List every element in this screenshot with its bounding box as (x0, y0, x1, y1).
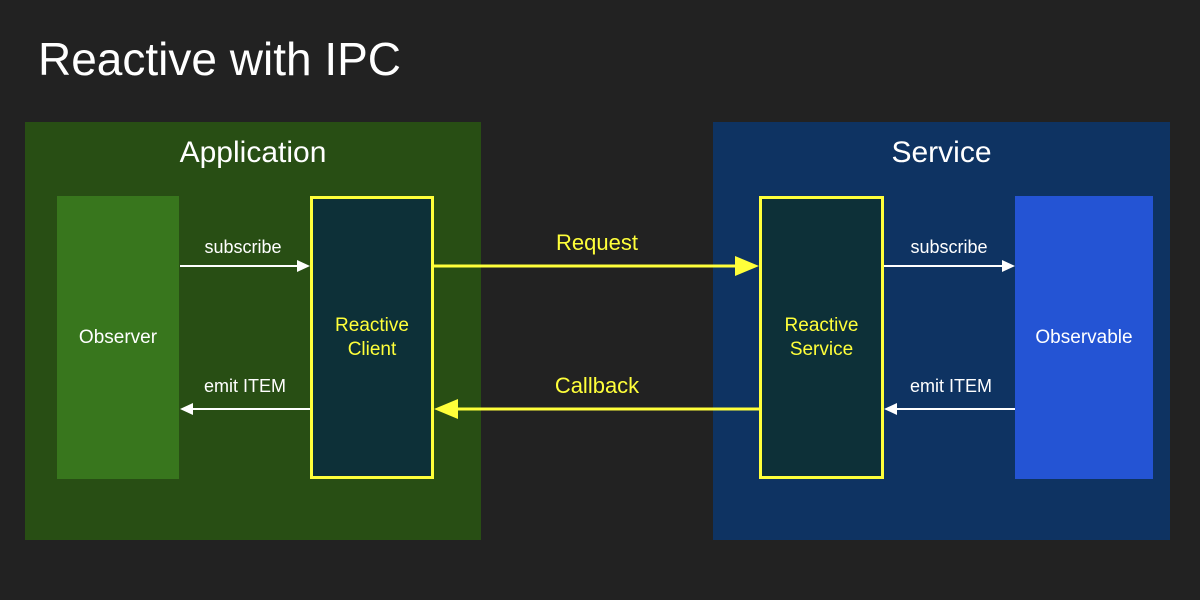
callback-label: Callback (554, 373, 640, 398)
svc-subscribe-label: subscribe (910, 237, 988, 257)
application-group-title: Application (179, 136, 327, 169)
page-title: Reactive with IPC (38, 33, 402, 85)
svc-emit-arrow (884, 403, 1015, 415)
request-label: Request (556, 230, 638, 255)
callback-arrow (434, 399, 759, 419)
reactive-client-node: Reactive Client (310, 196, 434, 479)
observer-label: Observer (78, 326, 158, 348)
observer-node: Observer (57, 196, 179, 479)
svc-subscribe-arrow (884, 260, 1015, 272)
observable-node: Observable (1015, 196, 1153, 479)
reactive-service-label: Reactive Service (784, 314, 859, 360)
app-subscribe-arrow (180, 260, 310, 272)
reactive-service-node: Reactive Service (759, 196, 884, 479)
reactive-client-label: Reactive Client (335, 314, 409, 360)
request-arrow (434, 256, 759, 276)
svc-emit-label: emit ITEM (909, 376, 993, 396)
app-subscribe-label: subscribe (204, 237, 282, 257)
app-emit-arrow (180, 403, 310, 415)
service-group-title: Service (891, 136, 992, 169)
observable-label: Observable (1035, 326, 1133, 348)
app-emit-label: emit ITEM (203, 376, 287, 396)
